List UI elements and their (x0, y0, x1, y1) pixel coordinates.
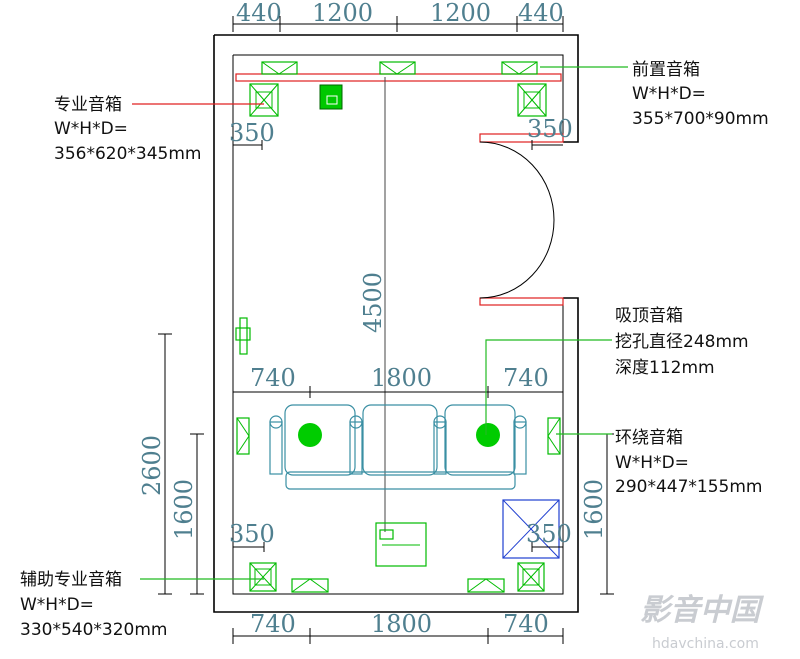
leader-ceiling-speaker (485, 339, 612, 435)
label-front-speaker: 前置音箱 W*H*D= 355*700*90mm (632, 60, 769, 129)
rear-speaker-right-icon (467, 578, 505, 593)
dim-bottom-1: 740 (250, 610, 296, 638)
watermark-logo: 影音中国 (640, 593, 765, 628)
front-speaker-center-icon (379, 61, 416, 75)
front-speakers (261, 61, 538, 75)
label-pro-speaker-line2: 356*620*345mm (54, 144, 201, 164)
label-surround-speaker-line2: 290*447*155mm (615, 477, 762, 497)
label-surround-speaker-line1: W*H*D= (615, 453, 689, 473)
door (479, 133, 564, 306)
dim-top-1: 440 (236, 0, 282, 27)
dim-offset-top-left: 350 (229, 119, 275, 147)
label-ceiling-speaker-title: 吸顶音箱 (615, 306, 683, 326)
dim-top-2: 1200 (312, 0, 373, 27)
label-pro-speaker-line1: W*H*D= (54, 119, 128, 139)
dim-room-length: 4500 (359, 272, 387, 333)
dim-middle-3: 740 (503, 364, 549, 392)
label-ceiling-speaker: 吸顶音箱 挖孔直径248mm 深度112mm (615, 306, 749, 378)
surround-speaker-right-icon (547, 417, 561, 455)
pro-speaker-left-icon (249, 83, 279, 117)
dim-left-outer: 2600 (138, 435, 166, 496)
dim-right-side: 1600 (580, 479, 608, 540)
middle-dimension-line (233, 386, 563, 398)
ceiling-speaker-right-icon (476, 423, 500, 447)
dim-top-4: 440 (518, 0, 564, 27)
label-surround-speaker: 环绕音箱 W*H*D= 290*447*155mm (615, 428, 762, 497)
rear-device-icon (375, 522, 427, 567)
label-front-speaker-title: 前置音箱 (632, 60, 700, 80)
sofa (269, 404, 527, 490)
label-ceiling-speaker-line1: 挖孔直径248mm (615, 332, 749, 352)
room-walls (213, 34, 579, 613)
label-aux-speaker-line2: 330*540*320mm (20, 620, 167, 640)
pro-speaker-right-icon (517, 83, 547, 117)
subwoofer-icon (319, 84, 343, 110)
top-dimension-line (232, 16, 564, 32)
label-ceiling-speaker-line2: 深度112mm (615, 358, 715, 378)
aux-speaker-left-icon (249, 562, 277, 592)
bottom-dimension-line (232, 628, 564, 644)
watermark: 影音中国 hdavchina.com (640, 593, 765, 652)
label-pro-speaker: 专业音箱 W*H*D= 356*620*345mm (54, 95, 201, 164)
wall-device-icon (235, 317, 251, 355)
label-aux-speaker: 辅助专业音箱 W*H*D= 330*540*320mm (20, 570, 167, 640)
label-surround-speaker-title: 环绕音箱 (615, 428, 683, 448)
front-speaker-left-icon (261, 61, 298, 75)
label-pro-speaker-title: 专业音箱 (54, 95, 122, 115)
watermark-url: hdavchina.com (652, 636, 759, 652)
front-speaker-bar (235, 73, 562, 82)
dim-offset-bottom-left: 350 (229, 520, 275, 548)
rear-speaker-left-icon (291, 578, 329, 593)
label-front-speaker-line2: 355*700*90mm (632, 109, 769, 129)
dim-top-3: 1200 (430, 0, 491, 27)
front-speaker-right-icon (501, 61, 538, 75)
left-dimension-lines (158, 333, 204, 595)
dim-offset-top-right: 350 (527, 115, 573, 143)
label-aux-speaker-line1: W*H*D= (20, 595, 94, 615)
equipment-cabinet (502, 499, 560, 559)
label-front-speaker-line1: W*H*D= (632, 84, 706, 104)
dim-left-inner: 1600 (170, 479, 198, 540)
label-aux-speaker-title: 辅助专业音箱 (20, 570, 122, 590)
dim-bottom-3: 740 (503, 610, 549, 638)
dim-middle-1: 740 (250, 364, 296, 392)
aux-speaker-right-icon (517, 562, 545, 592)
dim-middle-2: 1800 (371, 364, 432, 392)
dim-offset-bottom-right: 350 (526, 520, 572, 548)
ceiling-speaker-left-icon (298, 423, 322, 447)
dim-bottom-2: 1800 (371, 610, 432, 638)
surround-speaker-left-icon (236, 417, 250, 455)
